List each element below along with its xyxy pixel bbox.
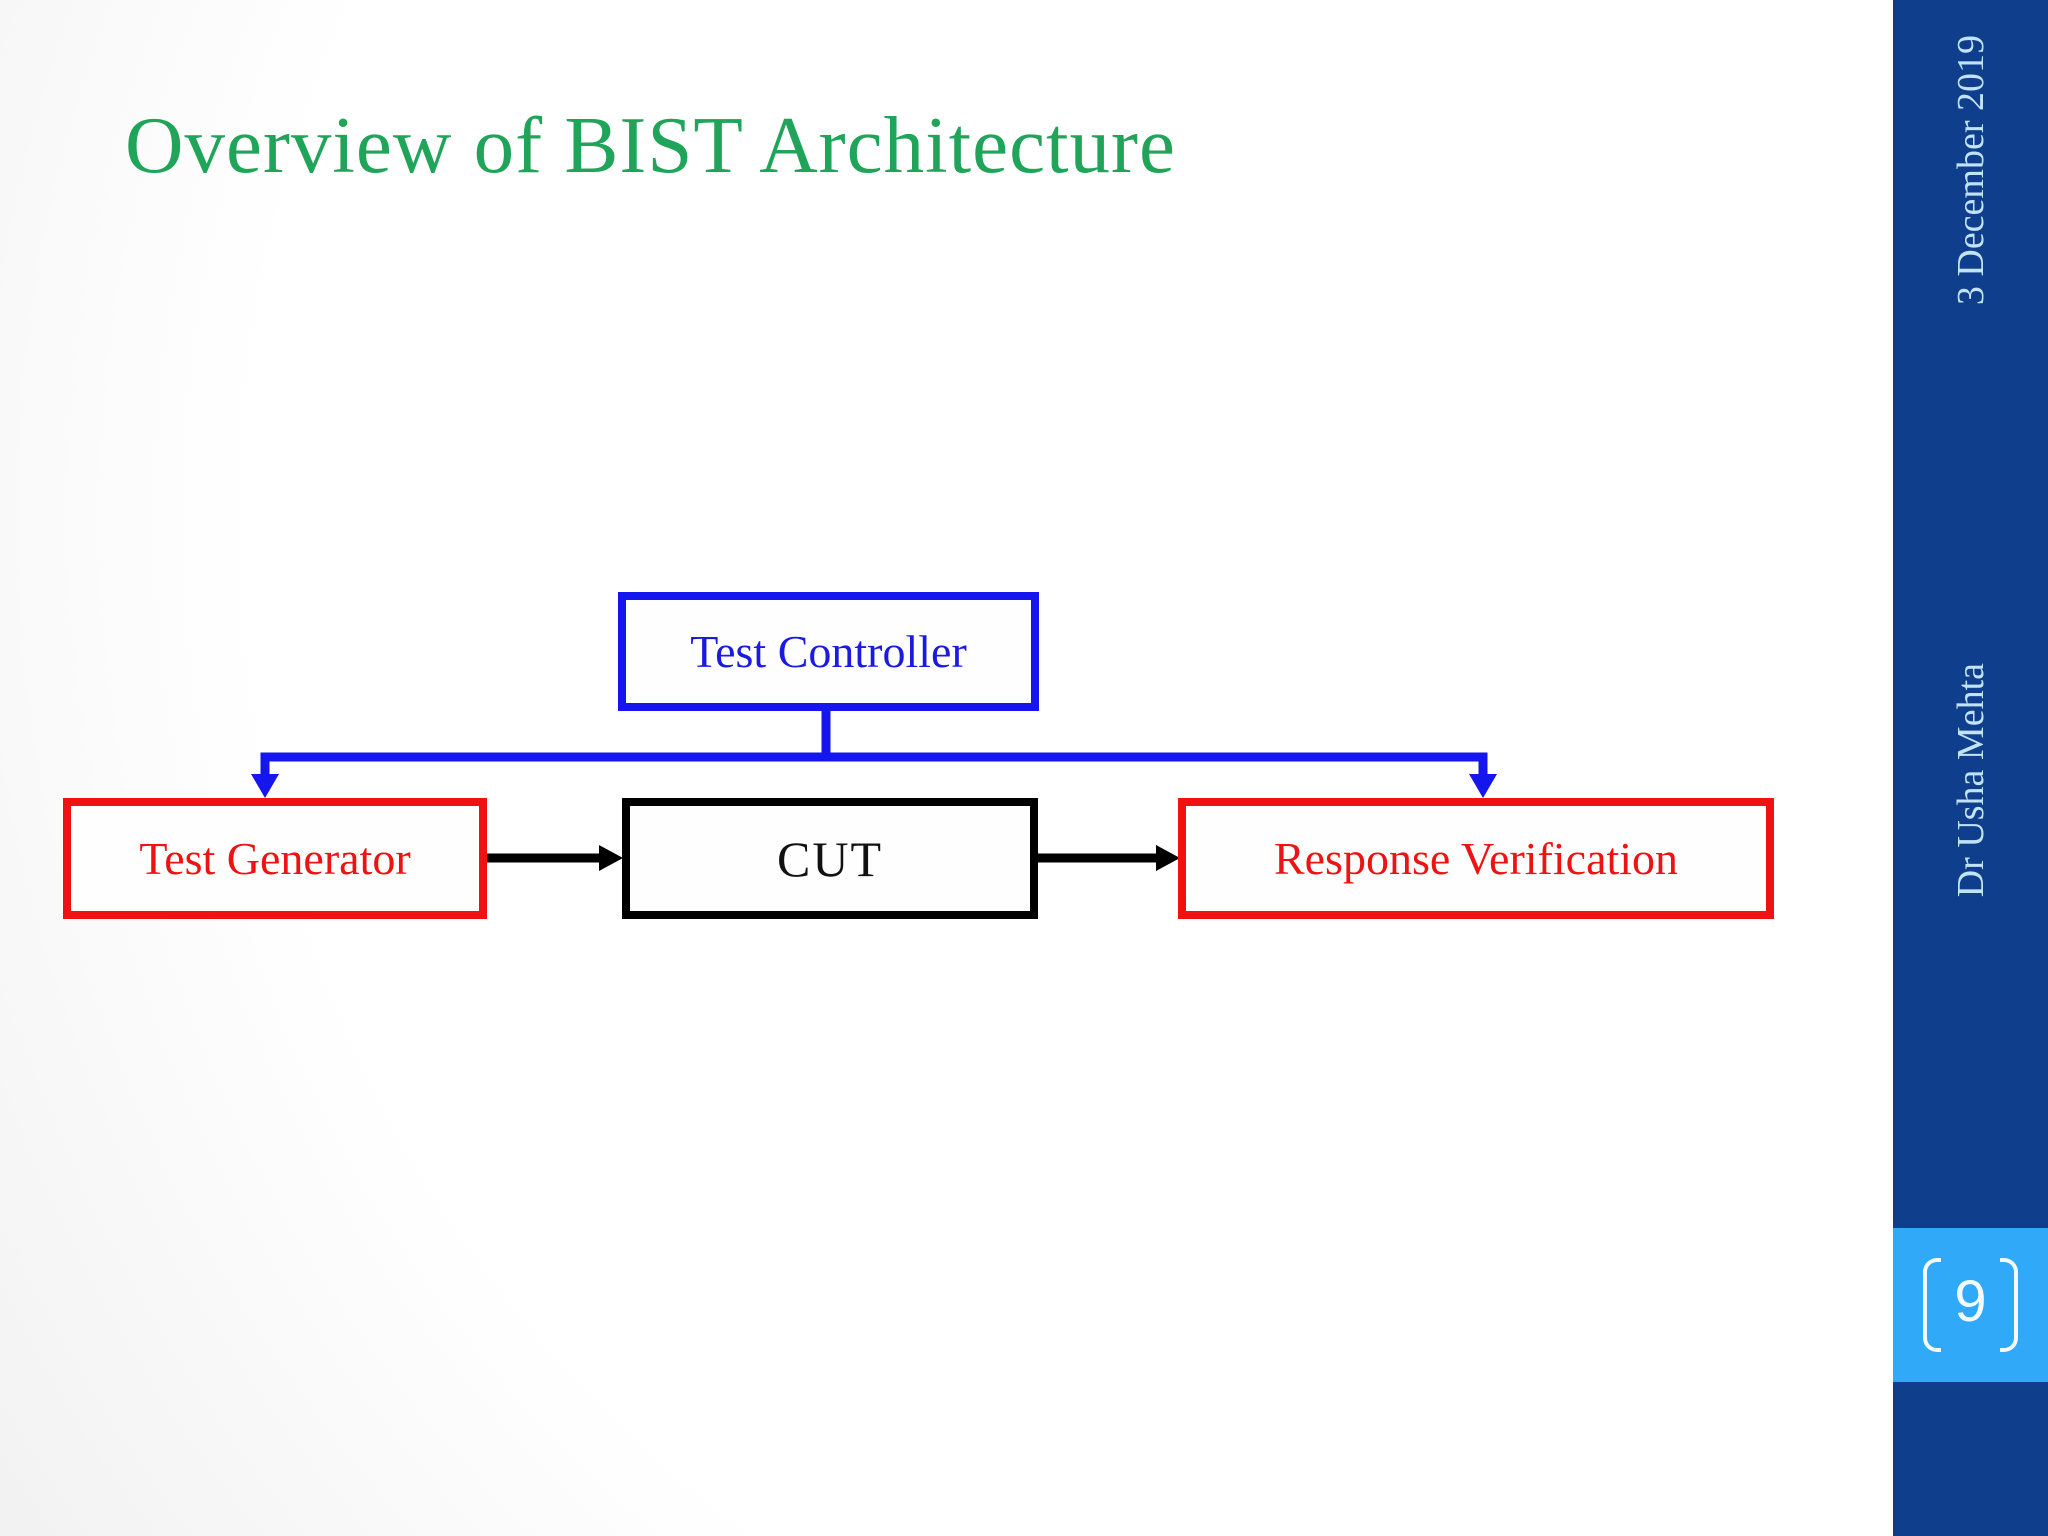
node-response-verification: Response Verification [1178, 798, 1774, 919]
diagram-connectors [251, 711, 1497, 871]
sidebar: 3 December 2019 Dr Usha Mehta 9 [1893, 0, 2048, 1536]
arrowhead-to-cut [599, 845, 623, 871]
sidebar-author: Dr Usha Mehta [1893, 648, 2048, 913]
arrowhead-to-verification [1156, 845, 1180, 871]
sidebar-author-text: Dr Usha Mehta [1949, 663, 1992, 898]
connector-controller-bus [260, 752, 1488, 776]
node-test-controller-label: Test Controller [690, 626, 967, 677]
node-response-verification-label: Response Verification [1273, 833, 1679, 884]
slide-canvas: Overview of BIST Architecture Test Contr… [0, 0, 1893, 1536]
bracket-right-icon [1999, 1258, 2018, 1352]
node-cut-label: CUT [777, 830, 883, 887]
sidebar-date-text: 3 December 2019 [1949, 34, 1992, 306]
slide-title: Overview of BIST Architecture [125, 100, 1176, 190]
sidebar-date: 3 December 2019 [1893, 15, 2048, 325]
node-cut: CUT [622, 798, 1038, 919]
arrowhead-to-test-generator [251, 774, 279, 798]
page-number-badge: 9 [1893, 1228, 2048, 1382]
node-test-generator-label: Test Generator [139, 833, 411, 884]
node-test-controller: Test Controller [618, 592, 1039, 711]
arrowhead-to-response-verification [1469, 774, 1497, 798]
bracket-left-icon [1923, 1258, 1942, 1352]
page-number: 9 [1954, 1269, 1987, 1334]
node-test-generator: Test Generator [63, 798, 487, 919]
